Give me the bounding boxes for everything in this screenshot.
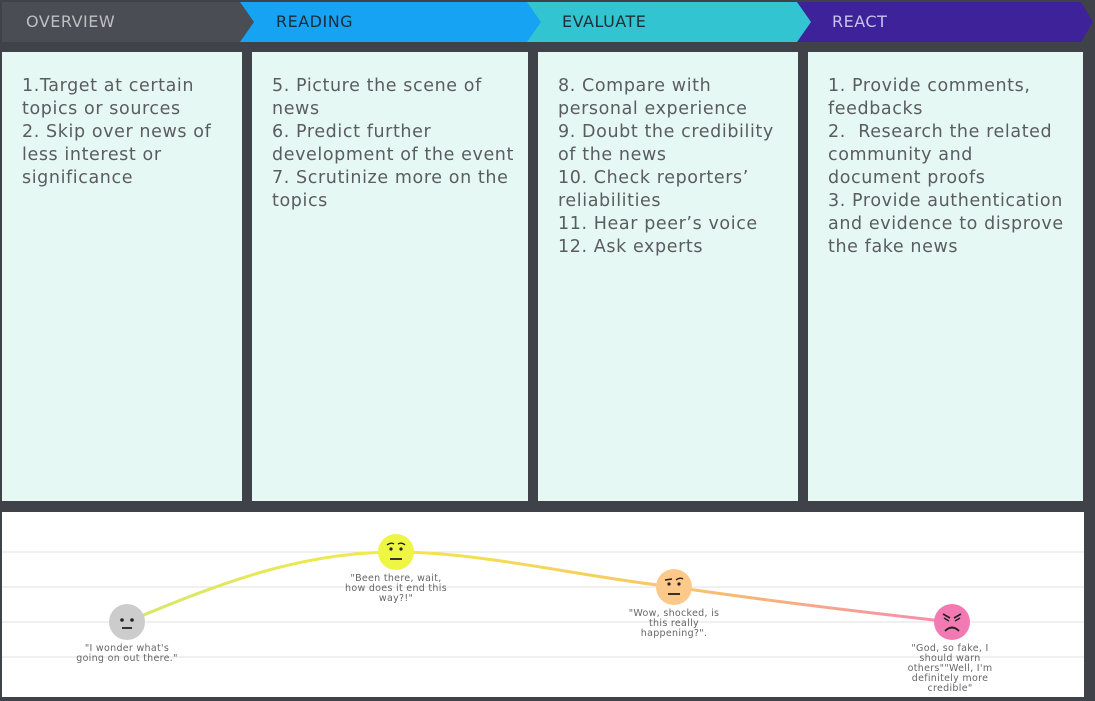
column-line: the fake news — [828, 237, 959, 257]
column-reading: 5. Picture the scene of news 6. Predict … — [252, 52, 528, 501]
stage-arrow-shape — [797, 2, 1093, 42]
column-line: 1.Target at certain — [22, 76, 195, 96]
column-evaluate: 8. Compare with personal experience 9. D… — [538, 52, 798, 501]
column-line: of the news — [558, 145, 667, 165]
column-react: 1. Provide comments, feedbacks 2. Resear… — [808, 52, 1083, 501]
column-line: and evidence to disprove — [828, 214, 1064, 234]
column-line: feedbacks — [828, 99, 923, 119]
column-line: personal experience — [558, 99, 748, 119]
stage-arrow-fill — [797, 2, 1093, 42]
column-line: less interest or — [22, 145, 162, 165]
neutral-face-icon — [109, 604, 145, 640]
emotion-curve — [126, 550, 953, 624]
emotion-quote: "I wonder what's going on out there." — [76, 643, 178, 664]
column-line: 2. Skip over news of — [22, 122, 212, 142]
skeptical-face-icon — [656, 569, 692, 605]
stage-evaluate: EVALUATE — [527, 2, 817, 42]
stage-arrow-shape — [527, 2, 813, 42]
column-line: 6. Predict further — [272, 122, 432, 142]
column-line: 11. Hear peer’s voice — [558, 214, 758, 234]
column-line: document proofs — [828, 168, 986, 188]
stage-arrow-fill — [2, 2, 256, 42]
emotion-quote: "Been there, wait, how does it end this … — [345, 573, 447, 604]
column-line: topics — [272, 191, 328, 211]
stage-label-reading: READING — [276, 12, 354, 31]
journey-curve-svg — [2, 550, 1084, 658]
column-line: 5. Picture the scene of — [272, 76, 482, 96]
stage-react: REACT — [797, 2, 1095, 42]
stage-label-evaluate: EVALUATE — [562, 12, 647, 31]
column-line: 3. Provide authentication — [828, 191, 1063, 211]
column-line: development of the event — [272, 145, 514, 165]
column-line: news — [272, 99, 320, 119]
emotion-quote: "God, so fake, I should warn others""Wel… — [907, 643, 993, 694]
curious-face-icon — [378, 534, 414, 570]
column-line: 8. Compare with — [558, 76, 712, 96]
angry-face-icon — [934, 604, 970, 640]
emotion-journey: "I wonder what's going on out there." "B… — [2, 512, 1084, 697]
column-line: 10. Check reporters’ — [558, 168, 749, 188]
column-line: 2. Research the related — [828, 122, 1053, 142]
column-line: community and — [828, 145, 973, 165]
stage-arrow-shape — [240, 2, 542, 42]
column-line: 12. Ask experts — [558, 237, 704, 257]
column-line: significance — [22, 168, 134, 188]
stage-label-overview: OVERVIEW — [26, 12, 116, 31]
stage-arrow-fill — [527, 2, 813, 42]
stage-arrow-fill — [240, 2, 542, 42]
stage-overview: OVERVIEW — [2, 2, 258, 42]
emotion-quote: "Wow, shocked, is this really happening?… — [628, 608, 720, 639]
column-line: topics or sources — [22, 99, 181, 119]
column-line: reliabilities — [558, 191, 662, 211]
column-line: 7. Scrutinize more on the — [272, 168, 509, 188]
stage-arrow-shape — [2, 2, 256, 42]
stage-label-react: REACT — [832, 12, 888, 31]
stage-reading: READING — [240, 2, 544, 42]
column-line: 1. Provide comments, — [828, 76, 1031, 96]
column-line: 9. Doubt the credibility — [558, 122, 774, 142]
column-overview: 1.Target at certain topics or sources 2.… — [2, 52, 242, 501]
